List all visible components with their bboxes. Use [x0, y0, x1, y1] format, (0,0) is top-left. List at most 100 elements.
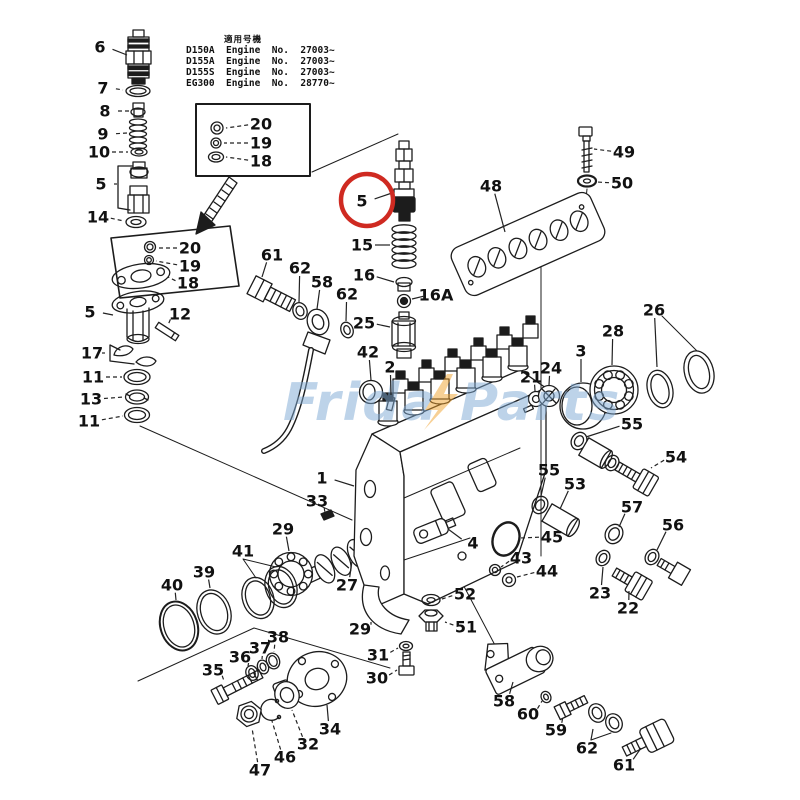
leader-line-14 — [110, 217, 125, 222]
leader-line-16A — [411, 295, 424, 300]
leader-line-58 — [509, 681, 514, 694]
part-label-42: 42 — [357, 343, 379, 362]
part-label-5: 5 — [84, 303, 95, 322]
leader-line-55 — [585, 425, 620, 438]
leader-line-18 — [225, 156, 249, 161]
leader-line-62 — [590, 728, 594, 741]
part-label-38: 38 — [267, 628, 289, 647]
part-50-washer-art — [576, 174, 598, 188]
part-label-24: 24 — [540, 359, 562, 378]
part-label-52: 52 — [454, 585, 476, 604]
leader-line-54 — [650, 459, 665, 469]
part-2-art — [385, 396, 396, 412]
part-12-pin-art — [154, 321, 180, 342]
leader-line-34 — [326, 704, 329, 722]
part-label-4: 4 — [467, 534, 478, 553]
part-5-flange-art — [111, 290, 165, 345]
leader-line-5 — [102, 312, 114, 316]
leader-line-7 — [115, 88, 124, 91]
part-label-13: 13 — [80, 390, 102, 409]
part-label-40: 40 — [161, 576, 183, 595]
part-33-key-art — [320, 509, 335, 521]
part-55-plug-top-art — [570, 431, 620, 472]
part-58-flange-art — [484, 642, 554, 695]
part-label-51: 51 — [455, 618, 477, 637]
watermark-lightning-bolt-icon — [424, 374, 458, 430]
part-label-35: 35 — [202, 661, 224, 680]
part-label-20: 20 — [179, 239, 201, 258]
part-label-46: 46 — [274, 748, 296, 767]
part-label-6: 6 — [94, 38, 105, 57]
part-label-41: 41 — [232, 542, 254, 561]
part-label-19: 19 — [250, 134, 272, 153]
leader-line-6 — [112, 48, 128, 56]
part-label-39: 39 — [193, 563, 215, 582]
engine-serial: Engine No. 28770~ — [226, 78, 335, 89]
part-17-art — [109, 344, 157, 367]
part-label-2: 2 — [384, 358, 395, 377]
part-61-bolt-art — [246, 275, 297, 313]
part-label-11: 11 — [82, 368, 104, 387]
leader-line-61 — [261, 262, 268, 278]
part-label-16: 16 — [353, 266, 375, 285]
leader-line-2 — [389, 374, 392, 396]
part-26-rings-art — [646, 315, 715, 409]
part-32-seal-art — [274, 681, 300, 709]
part-62-washer-b-art — [340, 321, 354, 339]
watermark-text-right: Parts — [460, 373, 621, 433]
part-62-washers-art — [588, 703, 623, 741]
engine-model: D155S — [186, 67, 215, 78]
part-14-art — [125, 215, 147, 229]
hatched-arrow-icon — [195, 176, 238, 235]
part-8-art — [130, 102, 146, 118]
part-label-55: 55 — [538, 461, 560, 480]
part-57-washer-art — [604, 523, 624, 545]
part-label-49: 49 — [613, 143, 635, 162]
part-label-61: 61 — [261, 246, 283, 265]
part-52-washer-art — [421, 593, 441, 607]
part-6-art — [125, 29, 152, 85]
engine-serial: Engine No. 27003~ — [226, 56, 335, 67]
engine-table-header: 適用号機 — [224, 35, 263, 45]
leader-line-62 — [298, 275, 301, 303]
part-label-59: 59 — [545, 721, 567, 740]
leader-line-32 — [291, 709, 304, 738]
leader-line-4 — [447, 528, 463, 540]
part-7-art — [125, 84, 151, 98]
leader-line-55 — [540, 477, 546, 497]
part-label-58: 58 — [311, 273, 333, 292]
leader-line-30 — [388, 669, 398, 676]
part-42-art — [358, 379, 384, 405]
part-label-18: 18 — [250, 152, 272, 171]
part-label-54: 54 — [665, 448, 687, 467]
part-11-13-rings-art — [123, 368, 151, 424]
part-44-nut-art — [501, 572, 517, 588]
leader-line-57 — [618, 513, 626, 528]
part-30-bolt-art — [398, 651, 415, 676]
part-62-washer-a-art — [292, 302, 308, 320]
leader-line-36 — [247, 662, 250, 667]
part-label-32: 32 — [297, 735, 319, 754]
part-label-17: 17 — [81, 344, 103, 363]
part-label-37: 37 — [249, 639, 271, 658]
leader-line-39 — [208, 579, 211, 589]
part-61-bolt-b-art — [621, 718, 675, 757]
leader-line-45 — [519, 536, 540, 539]
part-39-ring-art — [196, 589, 232, 635]
leader-line-31 — [390, 647, 399, 653]
leader-line-1 — [334, 479, 355, 487]
leader-line-26 — [654, 317, 658, 368]
part-25-art — [391, 311, 417, 359]
leader-line-27 — [349, 560, 353, 578]
part-label-28: 28 — [602, 322, 624, 341]
leader-line-53 — [559, 490, 569, 510]
leader-line-58 — [316, 289, 321, 310]
part-5-left-art — [117, 161, 150, 214]
part-47-nut-art — [236, 700, 262, 728]
part-label-48: 48 — [480, 177, 502, 196]
part-label-34: 34 — [319, 720, 341, 739]
